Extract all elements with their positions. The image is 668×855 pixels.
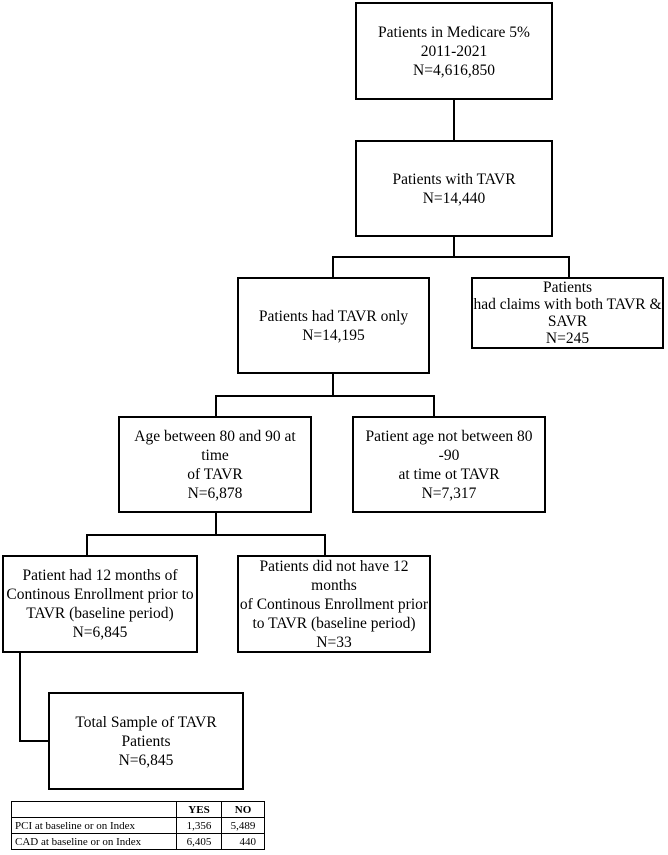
age-not-line-2: at time ot TAVR xyxy=(398,465,500,483)
enrolled-text: Patient had 12 months of Continous Enrol… xyxy=(6,566,193,642)
total-sample-box: Total Sample of TAVR Patients N=6,845 xyxy=(48,692,244,790)
table-header-row: YES NO xyxy=(11,801,265,818)
connector-to-age-not xyxy=(433,395,435,416)
table-row-label: CAD at baseline or on Index xyxy=(11,833,177,850)
tavr-only-line-1: Patients had TAVR only xyxy=(258,307,409,325)
not-enrolled-box: Patients did not have 12 months of Conti… xyxy=(237,555,431,653)
age-80-90-text: Age between 80 and 90 at time of TAVR N=… xyxy=(120,427,310,503)
total-sample-text: Total Sample of TAVR Patients N=6,845 xyxy=(50,713,242,770)
connector-tavr-split xyxy=(453,235,455,257)
age-80-90-line-2: of TAVR xyxy=(187,465,243,483)
table-header-label xyxy=(11,801,177,818)
table-header-no: NO xyxy=(221,801,265,818)
connector-to-tavr-savr xyxy=(568,256,570,277)
connector-split-2 xyxy=(215,395,435,397)
enrolled-line-1: Patient had 12 months of xyxy=(22,567,178,584)
table-row-yes: 6,405 xyxy=(176,833,222,850)
connector-to-enrolled xyxy=(86,534,88,555)
tavr-box: Patients with TAVR N=14,440 xyxy=(355,140,553,237)
tavr-savr-line-4: N=245 xyxy=(545,330,590,347)
tavr-savr-line-2: had claims with both TAVR & xyxy=(473,296,662,313)
connector-age-split xyxy=(215,511,217,535)
tavr-only-line-2: N=14,195 xyxy=(302,326,365,344)
medicare-box: Patients in Medicare 5% 2011-2021 N=4,61… xyxy=(355,2,553,100)
tavr-savr-text: Patients had claims with both TAVR & SAV… xyxy=(473,279,661,347)
table-row: CAD at baseline or on Index 6,405 440 xyxy=(11,833,265,850)
connector-to-age-80-90 xyxy=(215,395,217,416)
enrolled-box: Patient had 12 months of Continous Enrol… xyxy=(2,555,198,653)
connector-to-tavr-only xyxy=(332,256,334,277)
total-sample-line-2: N=6,845 xyxy=(118,751,174,769)
connector-split-3 xyxy=(86,534,326,536)
connector-to-not-enrolled xyxy=(324,534,326,555)
age-not-text: Patient age not between 80 -90 at time o… xyxy=(354,427,544,503)
age-80-90-box: Age between 80 and 90 at time of TAVR N=… xyxy=(118,416,312,513)
enrolled-line-4: N=6,845 xyxy=(72,624,128,641)
connector-split-1 xyxy=(332,256,570,258)
connector-tavr-only-split xyxy=(332,372,334,396)
tavr-text: Patients with TAVR N=14,440 xyxy=(392,170,515,208)
connector-to-total xyxy=(19,740,49,742)
medicare-text: Patients in Medicare 5% 2011-2021 N=4,61… xyxy=(378,23,530,80)
tavr-savr-line-3: SAVR xyxy=(547,313,588,330)
not-enrolled-line-4: N=33 xyxy=(316,633,352,651)
table-row: PCI at baseline or on Index 1,356 5,489 xyxy=(11,817,265,834)
tavr-only-text: Patients had TAVR only N=14,195 xyxy=(259,307,408,345)
not-enrolled-line-3: to TAVR (baseline period) xyxy=(252,614,416,632)
not-enrolled-line-1: Patients did not have 12 months xyxy=(259,557,409,594)
total-sample-line-1: Total Sample of TAVR Patients xyxy=(75,713,217,750)
tavr-savr-line-1: Patients xyxy=(542,279,593,296)
tavr-only-box: Patients had TAVR only N=14,195 xyxy=(237,277,430,374)
tavr-savr-box: Patients had claims with both TAVR & SAV… xyxy=(471,277,664,349)
tavr-line-1: Patients with TAVR xyxy=(392,170,516,188)
age-not-box: Patient age not between 80 -90 at time o… xyxy=(352,416,546,513)
age-not-line-3: N=7,317 xyxy=(421,484,477,502)
table-row-yes: 1,356 xyxy=(176,817,222,834)
medicare-line-1: Patients in Medicare 5% xyxy=(378,23,530,41)
connector-medicare-tavr xyxy=(453,98,455,140)
age-80-90-line-3: N=6,878 xyxy=(187,484,243,502)
age-80-90-line-1: Age between 80 and 90 at time xyxy=(134,427,296,464)
table-row-no: 5,489 xyxy=(221,817,265,834)
age-not-line-1: Patient age not between 80 -90 xyxy=(365,427,533,464)
summary-table: YES NO PCI at baseline or on Index 1,356… xyxy=(11,801,265,850)
enrolled-line-2: Continous Enrollment prior to xyxy=(6,586,194,603)
not-enrolled-text: Patients did not have 12 months of Conti… xyxy=(239,557,429,652)
medicare-line-2: 2011-2021 xyxy=(420,42,488,60)
tavr-line-2: N=14,440 xyxy=(422,189,486,207)
medicare-line-3: N=4,616,850 xyxy=(413,61,495,79)
table-header-yes: YES xyxy=(176,801,222,818)
table-row-no: 440 xyxy=(221,833,265,850)
not-enrolled-line-2: of Continous Enrollment prior xyxy=(239,595,429,613)
connector-enrolled-down xyxy=(19,652,21,742)
table-row-label: PCI at baseline or on Index xyxy=(11,817,177,834)
enrolled-line-3: TAVR (baseline period) xyxy=(26,605,174,622)
